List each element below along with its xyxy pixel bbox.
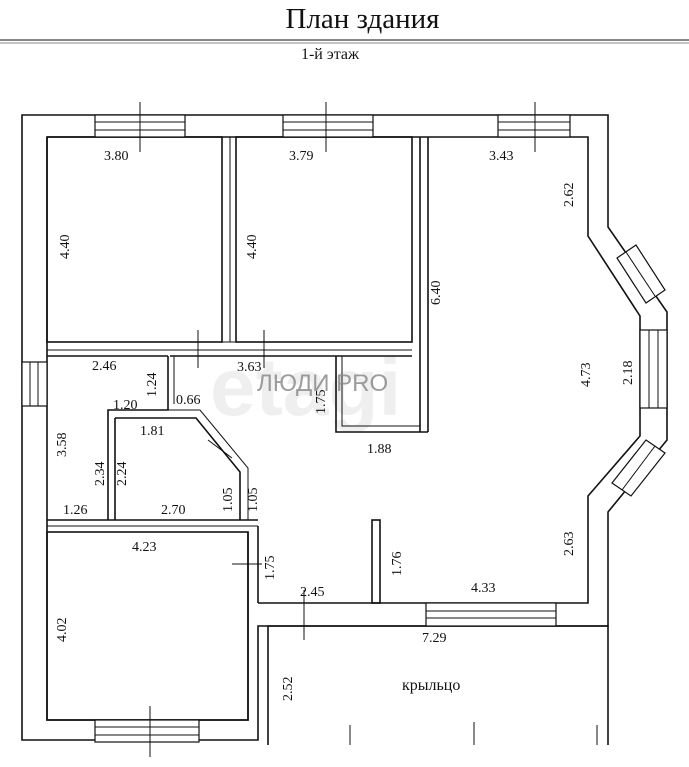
dim-room1-depth: 4.40 [58,235,73,260]
porch-label: крыльцо [402,677,460,694]
window-room-3 [497,114,571,138]
dim-bath-width: 1.81 [140,424,165,439]
dim-closet-small: 0.66 [176,393,201,408]
room-4-walls [46,531,249,721]
axis-ticks [139,102,598,757]
dim-bath-depth-b: 2.24 [115,462,130,487]
floor-subtitle: 1-й этаж [300,46,360,63]
dim-porch-width: 7.29 [422,631,447,646]
dim-door-gap: 1.75 [263,556,278,581]
dim-bath-depth-a: 2.34 [93,462,108,487]
dim-closet-depth: 1.24 [145,373,160,398]
dim-corridor-width: 1.26 [63,503,88,518]
plan-title: План здания [285,3,440,35]
partition-1-76 [371,519,381,604]
dim-room2-width: 3.79 [289,149,314,164]
dim-hall-depth: 3.58 [55,433,70,458]
stair-niche [335,356,428,433]
window-bay-lower [611,439,666,497]
dim-room3-width: 3.43 [489,149,514,164]
dim-bath-side-a: 1.05 [221,488,236,513]
room-2-walls [235,136,413,343]
dim-porch-depth: 2.52 [281,677,296,702]
dim-living-bottom: 4.33 [471,581,496,596]
dim-room4-depth: 4.02 [55,618,70,643]
dim-partition: 6.40 [429,281,444,306]
window-room-4 [94,719,200,743]
dim-bay-window: 2.18 [621,361,636,386]
window-bay-upper [616,244,666,304]
window-living-bottom [425,602,557,627]
dim-partition-short: 1.76 [390,552,405,577]
dim-room2-depth: 4.40 [245,235,260,260]
dim-room1-width: 3.80 [104,149,129,164]
dim-stair-height: 1.75 [314,390,329,415]
dim-bath-bottom: 2.70 [161,503,186,518]
window-hall-left [21,361,48,407]
porch-outline [267,625,609,745]
dim-entry-width: 2.45 [300,585,325,600]
dim-room4-width: 4.23 [132,540,157,555]
watermark-logo: etagi [210,342,401,433]
dim-bay-lower: 2.63 [562,532,577,557]
dim-bay-upper: 2.62 [562,183,577,208]
dim-bath-side-b: 1.05 [246,488,261,513]
dim-hall-width: 2.46 [92,359,117,374]
window-room-2 [282,114,374,138]
dim-living-depth: 4.73 [579,363,594,388]
bathroom-walls [115,417,241,520]
dim-closet-width: 1.20 [113,398,138,413]
window-bay-middle [639,329,668,409]
room-1-walls [46,136,223,343]
dim-stair-width: 1.88 [367,442,392,457]
dim-hall-mid-width: 3.63 [237,360,262,375]
watermark-brand: ЛЮДИ PRO [257,370,388,397]
